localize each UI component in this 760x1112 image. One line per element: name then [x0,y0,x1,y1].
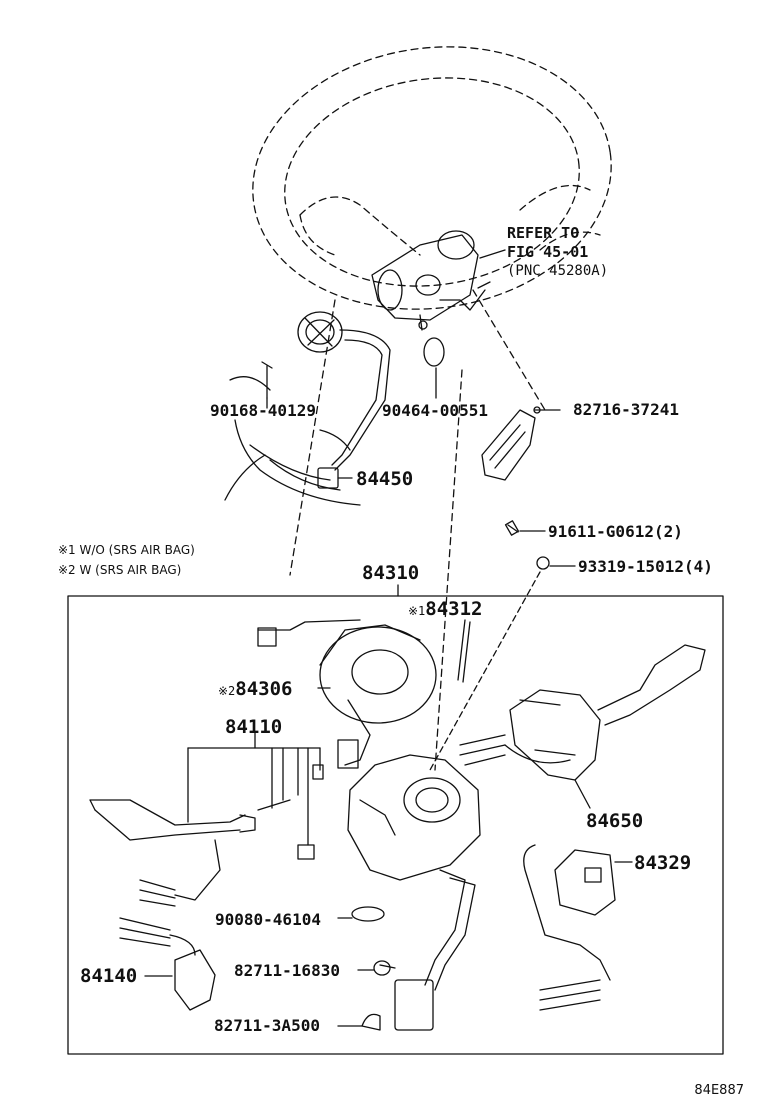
pin-84312 [457,619,471,683]
clamp-82711-b [337,1013,381,1031]
connector-84450 [317,467,353,489]
part-number-84306: 84306 [235,678,293,700]
reference-line-1: REFER TO [507,224,580,242]
part-label-91611-g0612: 91611-G0612(2) [548,522,683,541]
reference-line-3: (PNC 45280A) [507,263,609,279]
band-90080 [337,906,385,922]
screw-91611 [504,520,546,536]
diagram-code: 84E887 [694,1083,744,1098]
clamp-82711-a [357,960,391,976]
ring-90464 [423,337,445,399]
screw-90168 [261,361,273,409]
part-label-90464-00551: 90464-00551 [382,401,488,420]
sensor-84329 [523,844,633,1011]
part-label-82711-16830: 82711-16830 [234,961,340,980]
reference-note: REFER TO FIG 45-01 (PNC 45280A) [507,224,608,281]
ignition-assembly [371,230,491,331]
switch-84140 [119,917,216,1011]
part-label-84650: 84650 [586,810,644,832]
part-label-84329: 84329 [634,852,692,874]
part-label-84110: 84110 [225,716,283,738]
part-number-84312: 84312 [425,598,483,620]
mark-2: ※2 [218,684,236,698]
part-label-82716-37241: 82716-37241 [573,400,679,419]
spiral-coil [297,311,391,471]
part-label-90168-40129: 90168-40129 [210,401,316,420]
part-label-93319-15012: 93319-15012(4) [578,557,713,576]
switch-body-84310 [347,754,481,1031]
steering-column [224,376,361,506]
part-label-90080-46104: 90080-46104 [215,910,321,929]
note-w-srs: ※2 W (SRS AIR BAG) [58,563,182,577]
switch-84650 [459,644,706,809]
note-wo-srs: ※1 W/O (SRS AIR BAG) [58,543,195,557]
part-label-84306: ※284306 [218,678,292,702]
part-label-84450: 84450 [356,468,414,490]
part-label-84140: 84140 [80,965,138,987]
part-label-84312: ※184312 [408,598,482,622]
lever-84110 [89,731,324,907]
reference-line-2: FIG 45-01 [507,243,589,261]
bracket-82716 [481,406,561,481]
mark-1: ※1 [408,604,426,618]
part-label-84310: 84310 [362,562,420,584]
part-label-82711-3a500: 82711-3A500 [214,1016,320,1035]
assembly-frame [67,595,724,1055]
bolt-93319 [429,556,576,771]
clock-spring-84306 [257,619,437,769]
